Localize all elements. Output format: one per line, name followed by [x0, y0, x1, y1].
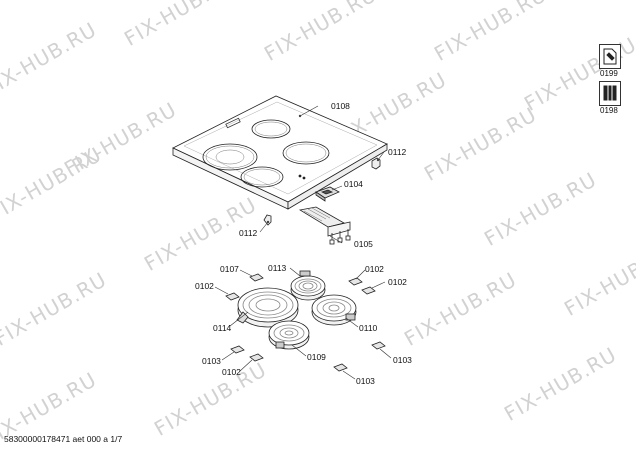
cooktop-glass-panel — [172, 95, 388, 210]
part-label[interactable]: 0103 — [393, 355, 412, 365]
icon-code-label: 0198 — [600, 106, 618, 115]
part-label[interactable]: 0110 — [359, 323, 378, 333]
part-label[interactable]: 0107 — [220, 264, 239, 274]
tool-manual-icon — [599, 44, 621, 69]
icon-code-label: 0199 — [600, 69, 618, 78]
large-heating-element — [236, 287, 299, 328]
part-label[interactable]: 0102 — [388, 277, 407, 287]
part-label[interactable]: 0109 — [307, 352, 326, 362]
leader-lines — [214, 105, 392, 380]
part-label[interactable]: 0102 — [195, 281, 214, 291]
part-label[interactable]: 0103 — [356, 376, 375, 386]
part-label[interactable]: 0105 — [354, 239, 373, 249]
part-label[interactable]: 0114 — [213, 323, 232, 333]
tools-kit-icon — [599, 81, 621, 106]
part-label[interactable]: 0108 — [331, 101, 350, 111]
part-label[interactable]: 0102 — [365, 264, 384, 274]
connection-dots — [266, 114, 380, 224]
document-footer: 58300000178471 aet 000 a 1/7 — [4, 434, 123, 444]
part-label[interactable]: 0103 — [202, 356, 221, 366]
round-heating-element — [268, 320, 310, 350]
mounting-clip — [225, 273, 386, 372]
part-label[interactable]: 0113 — [268, 263, 287, 273]
wiring-harness-part — [298, 206, 351, 245]
part-label[interactable]: 0104 — [344, 179, 363, 189]
part-label[interactable]: 0112 — [388, 147, 407, 157]
part-label[interactable]: 0102 — [222, 367, 241, 377]
medium-heating-element — [311, 294, 357, 326]
small-heating-element — [290, 270, 326, 301]
part-label[interactable]: 0112 — [239, 228, 258, 238]
